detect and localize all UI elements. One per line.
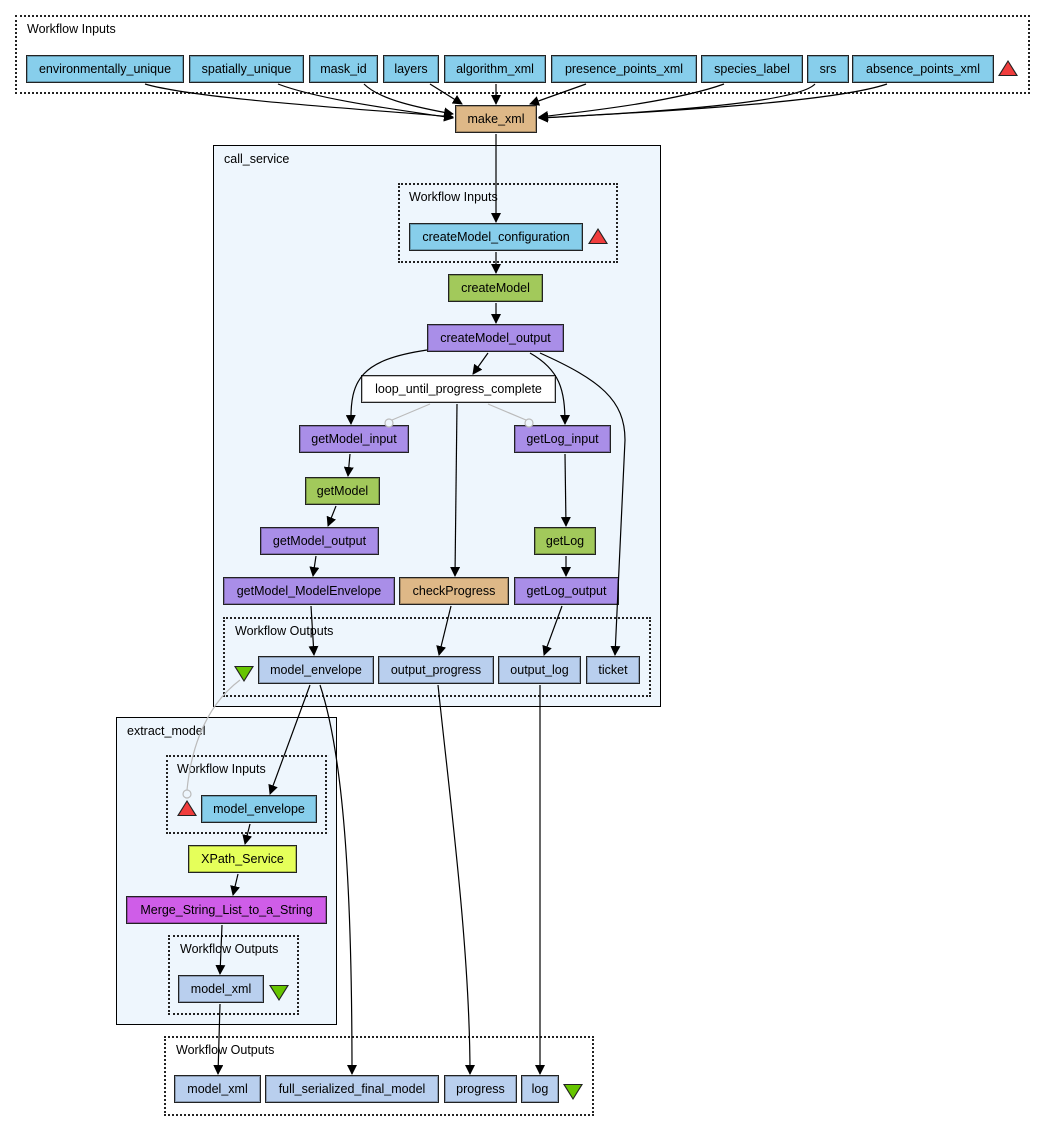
output-model-envelope[interactable]: model_envelope [258, 656, 374, 684]
cluster-label: Workflow Inputs [177, 762, 266, 776]
input-model-envelope[interactable]: model_envelope [201, 795, 317, 823]
input-environmentally-unique[interactable]: environmentally_unique [26, 55, 184, 83]
input-createmodel-configuration[interactable]: createModel_configuration [409, 223, 583, 251]
input-spatially-unique[interactable]: spatially_unique [189, 55, 304, 83]
output-triangle-icon [234, 666, 254, 682]
input-mask-id[interactable]: mask_id [309, 55, 378, 83]
cluster-label: extract_model [127, 724, 206, 738]
checkprogress-node[interactable]: checkProgress [399, 577, 509, 605]
createmodel-node[interactable]: createModel [448, 274, 543, 302]
output-ticket[interactable]: ticket [586, 656, 640, 684]
make-xml-node[interactable]: make_xml [455, 105, 537, 133]
getlog-node[interactable]: getLog [534, 527, 596, 555]
output-progress[interactable]: progress [444, 1075, 517, 1103]
getmodel-node[interactable]: getModel [305, 477, 380, 505]
input-triangle-icon [998, 60, 1018, 76]
cluster-label: Workflow Outputs [235, 624, 334, 638]
cluster-label: Workflow Inputs [27, 22, 116, 36]
getlog-input-node[interactable]: getLog_input [514, 425, 611, 453]
cluster-label: Workflow Outputs [176, 1043, 275, 1057]
input-triangle-icon [177, 800, 197, 816]
input-srs[interactable]: srs [807, 55, 849, 83]
input-species-label[interactable]: species_label [701, 55, 803, 83]
call-service-inputs-cluster: Workflow Inputs [398, 183, 618, 263]
input-layers[interactable]: layers [383, 55, 439, 83]
output-triangle-icon [269, 985, 289, 1001]
input-triangle-icon [588, 228, 608, 244]
createmodel-output-node[interactable]: createModel_output [427, 324, 564, 352]
call-service-outputs-cluster: Workflow Outputs [223, 617, 651, 697]
input-presence-points-xml[interactable]: presence_points_xml [551, 55, 697, 83]
getmodel-modelenvelope-node[interactable]: getModel_ModelEnvelope [223, 577, 395, 605]
extract-model-outputs-cluster: Workflow Outputs [168, 935, 299, 1015]
cluster-label: call_service [224, 152, 290, 166]
getmodel-output-node[interactable]: getModel_output [260, 527, 379, 555]
input-absence-points-xml[interactable]: absence_points_xml [852, 55, 994, 83]
output-triangle-icon [563, 1084, 583, 1100]
output-log[interactable]: log [521, 1075, 559, 1103]
getlog-output-node[interactable]: getLog_output [514, 577, 619, 605]
input-algorithm-xml[interactable]: algorithm_xml [444, 55, 546, 83]
output-full-serialized-final-model[interactable]: full_serialized_final_model [265, 1075, 439, 1103]
output-model-xml-inner[interactable]: model_xml [178, 975, 264, 1003]
top-workflow-inputs-cluster: Workflow Inputs [15, 15, 1030, 94]
bottom-workflow-outputs-cluster: Workflow Outputs [164, 1036, 594, 1116]
cluster-label: Workflow Inputs [409, 190, 498, 204]
loop-until-progress-complete-node[interactable]: loop_until_progress_complete [361, 375, 556, 403]
xpath-service-node[interactable]: XPath_Service [188, 845, 297, 873]
edge [437, 684, 475, 1075]
getmodel-input-node[interactable]: getModel_input [299, 425, 409, 453]
output-output-log[interactable]: output_log [498, 656, 581, 684]
merge-string-list-node[interactable]: Merge_String_List_to_a_String [126, 896, 327, 924]
cluster-label: Workflow Outputs [180, 942, 279, 956]
output-output-progress[interactable]: output_progress [378, 656, 494, 684]
output-model-xml[interactable]: model_xml [174, 1075, 261, 1103]
